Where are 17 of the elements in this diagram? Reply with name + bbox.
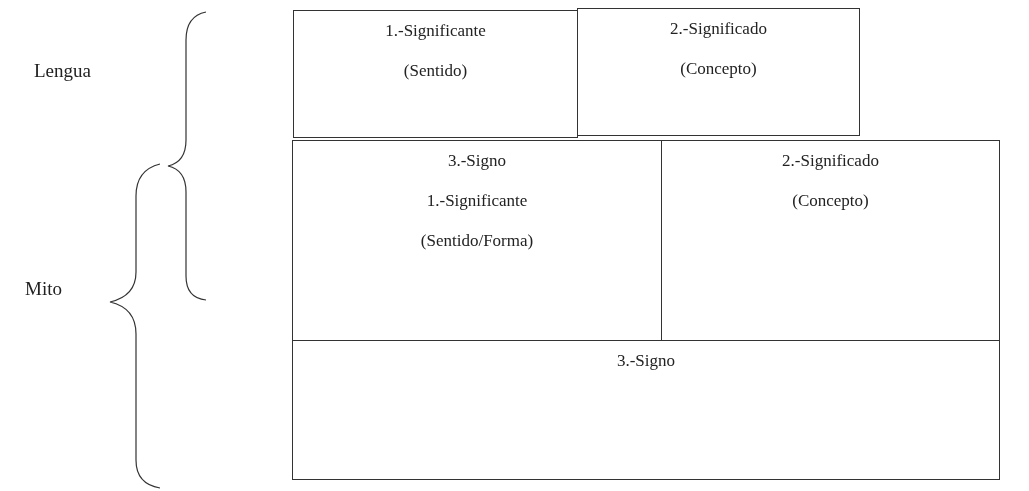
- box-text: (Concepto): [791, 191, 870, 211]
- box-text: 3.-Signo: [615, 351, 677, 371]
- box-text: (Sentido): [402, 61, 469, 81]
- table-box: [577, 8, 860, 136]
- box-text: 2.-Significado: [669, 19, 768, 39]
- level-label: Mito: [25, 278, 62, 300]
- box-text: (Sentido/Forma): [419, 231, 535, 251]
- box-text: 1.-Significante: [425, 191, 529, 211]
- table-box: [292, 340, 1000, 480]
- table-box: [661, 140, 1000, 341]
- level-label: Lengua: [34, 60, 91, 82]
- table-box: [292, 140, 662, 341]
- box-text: 2.-Significado: [781, 151, 880, 171]
- box-text: 1.-Significante: [384, 21, 487, 41]
- box-text: (Concepto): [679, 59, 758, 79]
- box-text: 3.-Signo: [446, 151, 508, 171]
- table-box: [293, 10, 578, 138]
